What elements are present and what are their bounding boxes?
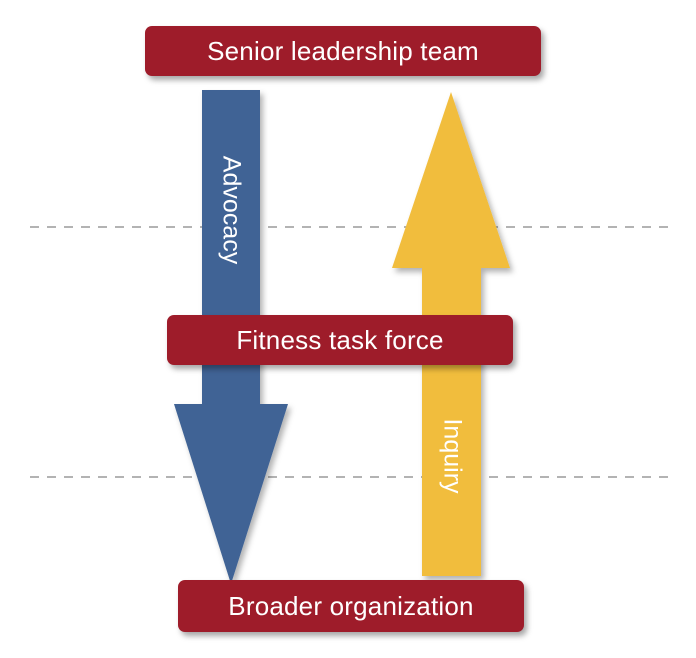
inquiry-label: Inquiry <box>438 418 467 494</box>
fitness-task-force-box: Fitness task force <box>167 315 513 365</box>
senior-leadership-team-box: Senior leadership team <box>145 26 541 76</box>
advocacy-label: Advocacy <box>217 155 246 265</box>
broader-organization-box: Broader organization <box>178 580 524 632</box>
